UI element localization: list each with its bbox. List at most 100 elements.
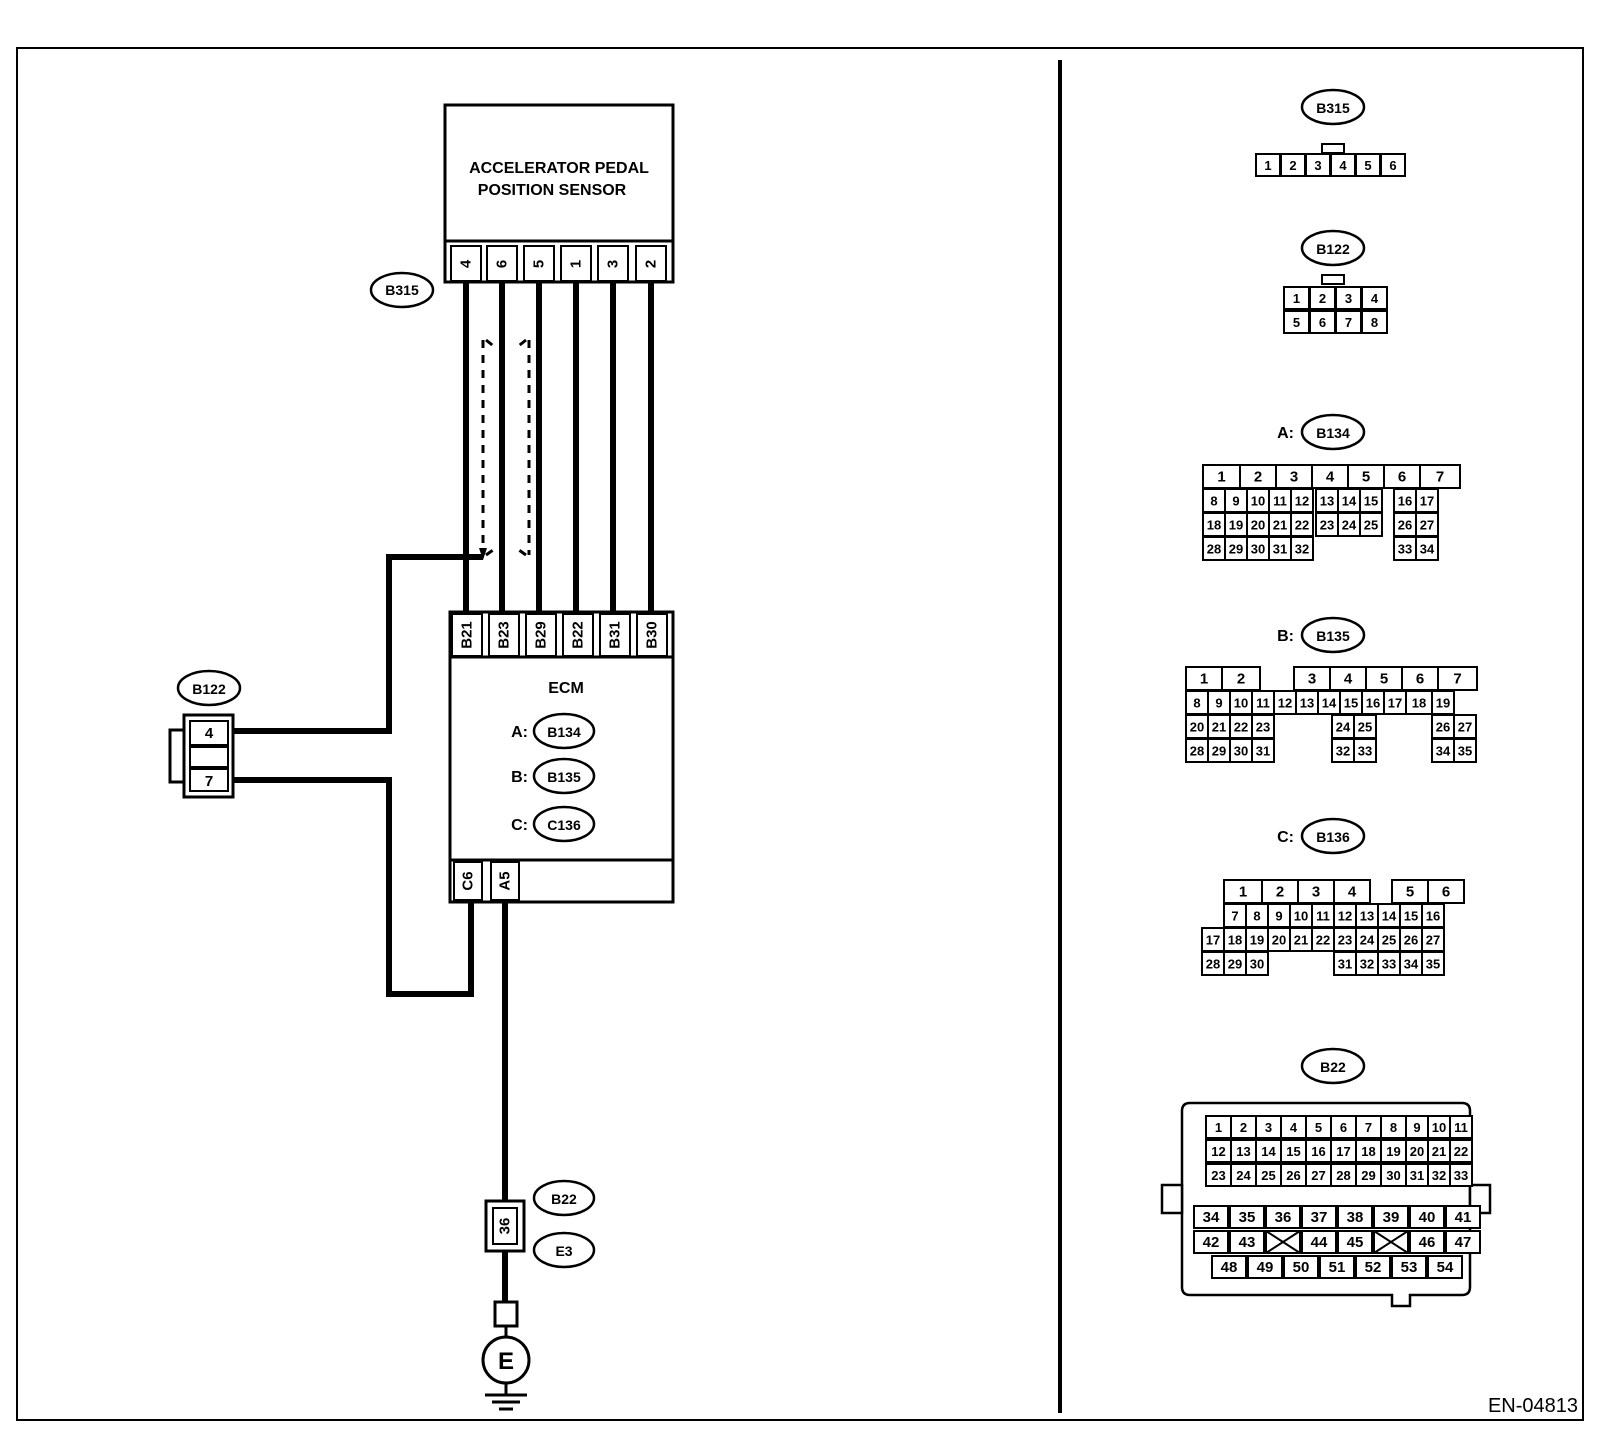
pin-number: 43 — [1239, 1234, 1256, 1251]
pin-number: 11 — [1454, 1120, 1468, 1135]
pin-number: 14 — [1382, 909, 1397, 924]
pin-number: 3 — [1345, 291, 1352, 306]
pin-number: 1 — [1264, 158, 1271, 173]
pin-number: 3 — [1265, 1120, 1272, 1135]
pin-cell — [1283, 1255, 1319, 1279]
pin-number: 22 — [1316, 933, 1330, 948]
pin-number: 5 — [1406, 884, 1414, 901]
pin-number: 28 — [1190, 744, 1204, 759]
pin-number: 47 — [1455, 1234, 1472, 1251]
pin-number: 48 — [1221, 1259, 1238, 1276]
ecm-connector-prefix: B: — [511, 769, 528, 786]
pin-number: 33 — [1454, 1168, 1468, 1183]
ecm-connector-oval — [532, 805, 596, 843]
pin-number: 6 — [1319, 315, 1326, 330]
pin-number: 35 — [1458, 744, 1472, 759]
pin-number: 19 — [1386, 1144, 1400, 1159]
pin-cell — [1445, 1230, 1481, 1254]
pin-number: 7 — [1365, 1120, 1372, 1135]
pin-number: 31 — [1410, 1168, 1424, 1183]
pin-number: 7 — [1453, 671, 1461, 688]
ecm-connector-id: C136 — [547, 817, 581, 833]
blank-cavity-cross-icon — [1265, 1230, 1301, 1254]
pin-number: 10 — [1294, 909, 1308, 924]
pin-number: 50 — [1293, 1259, 1310, 1276]
pin-number: 6 — [1442, 884, 1450, 901]
pin-number: 25 — [1382, 933, 1396, 948]
pin-number: 31 — [1273, 542, 1287, 557]
pin-number: 3 — [1308, 671, 1316, 688]
pin-cell — [1301, 1230, 1337, 1254]
pin-number: 12 — [1211, 1144, 1225, 1159]
pin-number: 12 — [1278, 696, 1292, 711]
pin-number: 13 — [1300, 696, 1314, 711]
pin-number: 25 — [1364, 518, 1378, 533]
pin-number: 6 — [1340, 1120, 1347, 1135]
pin-number: 35 — [1426, 957, 1440, 972]
pin-number: 13 — [1320, 494, 1334, 509]
pin-number: 26 — [1286, 1168, 1300, 1183]
pin-number: 7 — [1231, 909, 1238, 924]
connector-view-id: B22 — [1320, 1059, 1346, 1075]
pin-number: 28 — [1336, 1168, 1350, 1183]
pin-cell — [1265, 1205, 1301, 1229]
pin-number: 4 — [1290, 1120, 1298, 1135]
connector-view-prefix: B: — [1277, 628, 1294, 645]
pin-number: 19 — [1250, 933, 1264, 948]
connector-label-b22: B22 — [551, 1191, 577, 1207]
pin-cell — [1193, 1205, 1229, 1229]
pin-number: 22 — [1454, 1144, 1468, 1159]
connector-view-id: B122 — [1316, 241, 1350, 257]
pin-number: 21 — [1432, 1144, 1446, 1159]
pin-number: 30 — [1386, 1168, 1400, 1183]
pin-number: 1 — [1200, 671, 1208, 688]
pin-number: 28 — [1206, 957, 1220, 972]
pin-number: 3 — [1314, 158, 1321, 173]
ecm-connector-prefix: C: — [511, 817, 528, 834]
pin-number: 16 — [1366, 696, 1380, 711]
pin-number: 30 — [1250, 957, 1264, 972]
pin-cell — [1355, 1255, 1391, 1279]
pin-number: 13 — [1236, 1144, 1250, 1159]
pin-number: 31 — [1338, 957, 1352, 972]
connector-view-id: B315 — [1316, 100, 1350, 116]
pin-cell — [1290, 536, 1314, 561]
pin-number: 37 — [1311, 1209, 1328, 1226]
pin-number: 22 — [1234, 720, 1248, 735]
pin-number: 15 — [1364, 494, 1378, 509]
pin-cell — [1449, 1163, 1473, 1187]
pin-number: 16 — [1426, 909, 1440, 924]
pin-number: 35 — [1239, 1209, 1256, 1226]
pin-number: 23 — [1320, 518, 1334, 533]
sensor-pin: 2 — [643, 260, 660, 268]
pin-number: 20 — [1190, 720, 1204, 735]
pin-cell — [1353, 738, 1377, 763]
pin-cell — [1449, 1115, 1473, 1139]
pin-number: 7 — [1345, 315, 1352, 330]
pin-number: 26 — [1398, 518, 1412, 533]
pin-number: 5 — [1315, 1120, 1322, 1135]
joint-wires — [233, 554, 483, 997]
pin-number: 24 — [1360, 933, 1375, 948]
pin-number: 18 — [1412, 696, 1426, 711]
pin-cell — [1437, 666, 1478, 691]
connector-view-id: B135 — [1316, 628, 1350, 644]
harness-wires — [463, 281, 654, 612]
pin-number: 30 — [1251, 542, 1265, 557]
connector-oval-b122-joint — [176, 669, 242, 707]
pin-cell — [1391, 1255, 1427, 1279]
pin-number: 8 — [1193, 696, 1200, 711]
pin-number: 23 — [1338, 933, 1352, 948]
ecm-connector-oval — [532, 712, 596, 750]
ecm-top-pin-row: B21 B23 B29 B22 B31 B30 — [451, 613, 668, 657]
ground-symbol-icon — [485, 1383, 527, 1411]
pin-number: 16 — [1398, 494, 1412, 509]
sensor-pin-row: 4 6 5 1 3 2 — [450, 245, 667, 282]
pin-number: 29 — [1361, 1168, 1375, 1183]
connector-label-e3: E3 — [555, 1243, 572, 1259]
pin-number: 9 — [1232, 494, 1239, 509]
ecm-connector-oval — [532, 757, 596, 795]
pin-number: 27 — [1420, 518, 1434, 533]
